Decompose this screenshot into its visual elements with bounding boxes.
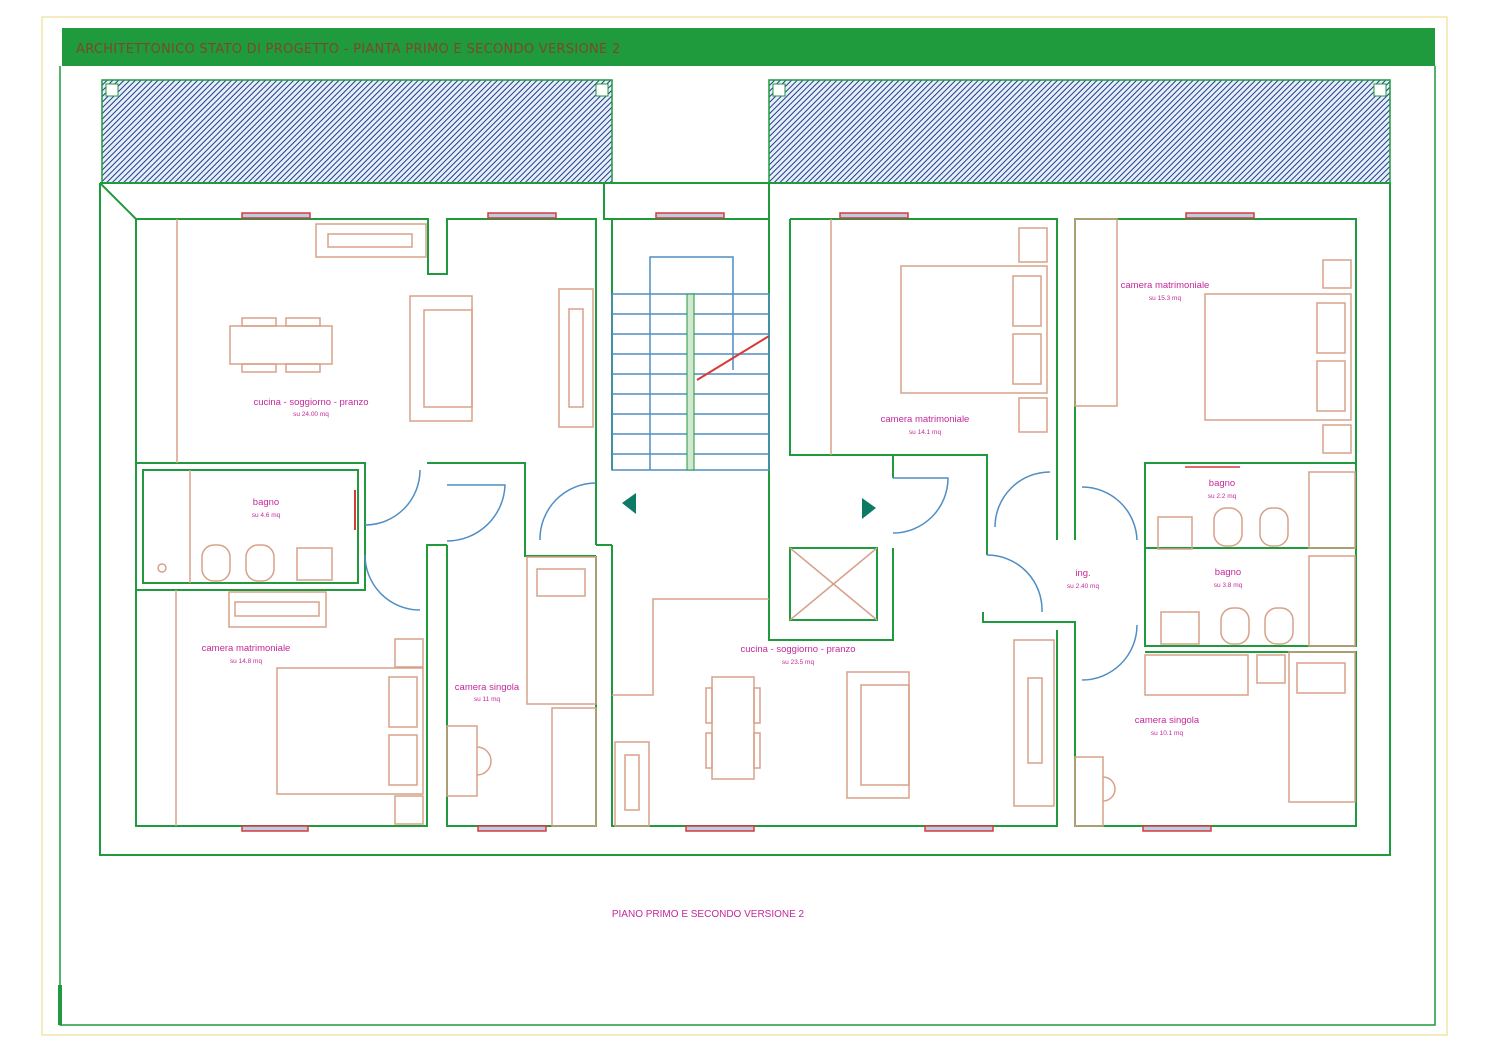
room-bagno-right: bagno su 3.8 mq [1214, 567, 1243, 589]
svg-text:camera matrimoniale: camera matrimoniale [881, 414, 970, 425]
arrow-right-icon [862, 498, 876, 519]
svg-text:ing.: ing. [1075, 568, 1090, 579]
windows [241, 212, 1255, 832]
svg-text:su 4.6 mq: su 4.6 mq [252, 512, 281, 519]
room-camera-singola-right: camera singola su 10.1 mq [1135, 715, 1200, 737]
svg-text:camera singola: camera singola [1135, 715, 1200, 726]
header-bar [62, 28, 1435, 66]
room-ingresso: ing. su 2.40 mq [1067, 568, 1100, 590]
svg-text:bagno: bagno [253, 497, 279, 508]
svg-text:bagno: bagno [1215, 567, 1241, 578]
svg-text:su 3.8 mq: su 3.8 mq [1214, 582, 1243, 589]
balcony-left [101, 79, 613, 184]
svg-text:su 15.3 mq: su 15.3 mq [1149, 295, 1182, 302]
svg-text:su 14.1 mq: su 14.1 mq [909, 429, 942, 436]
balcony-right [768, 79, 1391, 184]
svg-text:su 14.8 mq: su 14.8 mq [230, 658, 263, 665]
room-cucina-left: cucina - soggiorno - pranzo su 24.00 mq [253, 397, 368, 418]
svg-text:cucina - soggiorno - pranzo: cucina - soggiorno - pranzo [253, 397, 368, 408]
room-camera-matrimoniale-center: camera matrimoniale su 14.1 mq [881, 414, 970, 436]
svg-text:su 23.5 mq: su 23.5 mq [782, 659, 815, 666]
svg-text:cucina - soggiorno - pranzo: cucina - soggiorno - pranzo [740, 644, 855, 655]
furniture [157, 218, 1356, 827]
svg-text:camera singola: camera singola [455, 682, 520, 693]
svg-text:su 10.1 mq: su 10.1 mq [1151, 730, 1184, 737]
doors [364, 469, 1138, 681]
arrow-left-icon [622, 493, 636, 514]
svg-text:bagno: bagno [1209, 478, 1235, 489]
svg-text:camera matrimoniale: camera matrimoniale [202, 643, 291, 654]
inner-frame [59, 66, 1436, 1026]
svg-text:su 2.40 mq: su 2.40 mq [1067, 583, 1100, 590]
staircase [611, 256, 878, 621]
room-camera-singola-left: camera singola su 11 mq [455, 682, 520, 703]
room-bagno-left: bagno su 4.6 mq [252, 497, 281, 519]
room-cucina-center: cucina - soggiorno - pranzo su 23.5 mq [740, 644, 855, 666]
svg-text:camera matrimoniale: camera matrimoniale [1121, 280, 1210, 291]
svg-text:su 11 mq: su 11 mq [474, 696, 501, 703]
sheet-border [41, 16, 1448, 1036]
room-bagno-small-right: bagno su 2.2 mq [1208, 478, 1237, 500]
room-camera-matrimoniale-right: camera matrimoniale su 15.3 mq [1121, 280, 1210, 302]
room-camera-matrimoniale-left: camera matrimoniale su 14.8 mq [202, 643, 291, 665]
svg-text:su 2.2 mq: su 2.2 mq [1208, 493, 1237, 500]
svg-text:su 24.00 mq: su 24.00 mq [293, 411, 329, 418]
drawing-title: PIANO PRIMO E SECONDO VERSIONE 2 [612, 909, 805, 920]
header-title: ARCHITETTONICO STATO DI PROGETTO - PIANT… [76, 42, 621, 57]
